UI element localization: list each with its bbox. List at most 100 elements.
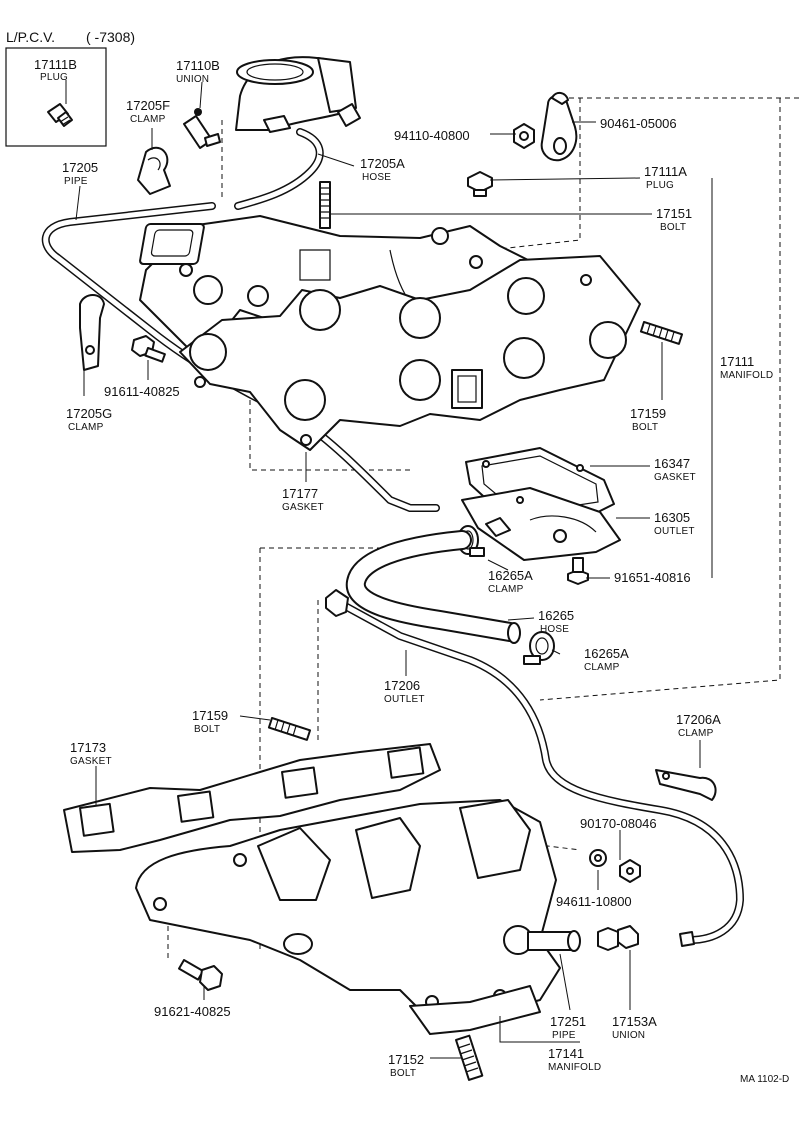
callout-bolt-17152: 17152 BOLT [388,1052,424,1079]
stud-17159-upper-part[interactable] [639,321,684,345]
callout-name: CLAMP [68,422,104,433]
callout-name: PIPE [64,176,88,187]
inset-box [5,47,107,147]
callout-number: 17111A [644,164,687,179]
callout-number: 16265A [584,646,629,661]
callout-number: 16265 [538,608,574,623]
callout-number: 16347 [654,456,690,471]
callout-name: OUTLET [384,694,425,705]
callout-number: 17111B [34,57,77,72]
callout-name: GASKET [70,756,112,767]
callout-outlet-17206: 17206 OUTLET [384,678,425,705]
callout-name: BOLT [632,422,658,433]
stud-17152-part[interactable] [455,1034,484,1081]
callout-number: 17205A [360,156,405,171]
callout-number: 17153A [612,1014,657,1029]
callout-nut-94110: 94110-40800 [394,128,470,143]
callout-hose-16265: 16265 HOSE [538,608,574,635]
callout-clamp-17206a: 17206A CLAMP [676,712,721,739]
gasket-17173-part[interactable] [63,743,441,853]
callout-gasket-17177: 17177 GASKET [282,486,324,513]
hose-16265-part[interactable] [345,530,521,644]
carb-fitting [263,103,361,133]
callout-number: 17159 [192,708,228,723]
union-17110b-part[interactable] [183,108,221,149]
callout-manifold-17111: 17111 MANIFOLD [720,354,773,381]
callout-name: PLUG [646,180,674,191]
callout-bolt-17151: 17151 BOLT [656,206,692,233]
clamp-17205g-part[interactable] [79,294,105,371]
stud-17151-part[interactable] [319,181,331,229]
callout-manifold-17141: 17141 MANIFOLD [548,1046,601,1073]
callout-number: 16265A [488,568,533,583]
callout-bolt-91621: 91621-40825 [154,1004,231,1019]
intake-flange [179,255,641,451]
callout-number: 17141 [548,1046,584,1061]
callout-part-90461: 90461-05006 [600,116,677,131]
callout-name: UNION [612,1030,645,1041]
callout-union-17153a: 17153A UNION [612,1014,657,1041]
callout-nut-94611: 94611-10800 [556,894,632,909]
callout-number: 91621-40825 [154,1004,231,1019]
callout-bolt-17159-upper: 17159 BOLT [630,406,666,433]
callout-bolt-91611: 91611-40825 [104,384,180,399]
callout-name: GASKET [654,472,696,483]
callout-name: MANIFOLD [548,1062,601,1073]
leader-lines [65,80,713,1059]
callout-number: 17206 [384,678,420,693]
callout-name: CLAMP [488,584,524,595]
callout-bolt-17159-lower: 17159 BOLT [192,708,228,735]
plug-17111a-part[interactable] [467,171,493,197]
outlet-17206-part[interactable] [325,589,744,947]
bolt-91651-part[interactable] [567,557,589,585]
callout-name: BOLT [194,724,220,735]
bracket-90461-part[interactable] [540,92,578,162]
callout-name: BOLT [660,222,686,233]
callout-name: PIPE [552,1030,576,1041]
callout-number: 17159 [630,406,666,421]
callout-name: MANIFOLD [720,370,773,381]
callout-number: 90461-05006 [600,116,677,131]
hose-17205a-part[interactable] [234,128,324,210]
outlet-16305-part[interactable] [461,487,621,561]
washer-90170-part[interactable] [589,849,607,867]
callout-plug-17111a: 17111A PLUG [644,164,687,191]
callout-pipe-17251: 17251 PIPE [550,1014,586,1041]
clamp-17205f-part[interactable] [137,146,171,195]
nut-94110-part[interactable] [513,123,535,149]
callout-number: 17205F [126,98,170,113]
bolt-91611-part[interactable] [131,335,166,363]
union-17153a-part[interactable] [597,925,639,951]
callout-clamp-17205f: 17205F CLAMP [126,98,170,125]
callout-plug-17111b: 17111B PLUG [34,57,77,83]
callout-name: CLAMP [678,728,714,739]
callout-name: UNION [176,74,209,85]
clamp-16265a-lower-part[interactable] [523,631,555,665]
plug-17111b-part[interactable] [47,103,73,127]
header-title: L/P.C.V. [6,29,55,45]
callout-outlet-16305: 16305 OUTLET [654,510,695,537]
callout-number: 17177 [282,486,318,501]
nut-94611-part[interactable] [619,859,641,883]
pipe-17251-part[interactable] [503,925,581,955]
callout-bolt-91651: 91651-40816 [614,570,691,585]
callout-number: 16305 [654,510,690,525]
callout-number: 17205G [66,406,112,421]
stud-17159-lower-part[interactable] [267,716,312,741]
callout-name: CLAMP [584,662,620,673]
callout-name: HOSE [362,172,391,183]
callout-name: GASKET [282,502,324,513]
callout-number: 17206A [676,712,721,727]
intake-manifold-17111-part[interactable] [139,215,541,361]
callout-number: 91611-40825 [104,384,180,399]
callout-washer-90170: 90170-08046 [580,816,657,831]
clamp-17206a-part[interactable] [655,769,717,801]
carburetor-body [235,56,357,131]
callout-number: 94110-40800 [394,128,470,143]
callout-hose-17205a: 17205A HOSE [360,156,405,183]
exhaust-manifold-17141-part[interactable] [135,799,561,1035]
callout-union-17110b: 17110B UNION [176,58,220,85]
callout-name: OUTLET [654,526,695,537]
bolt-91621-part[interactable] [178,959,223,991]
